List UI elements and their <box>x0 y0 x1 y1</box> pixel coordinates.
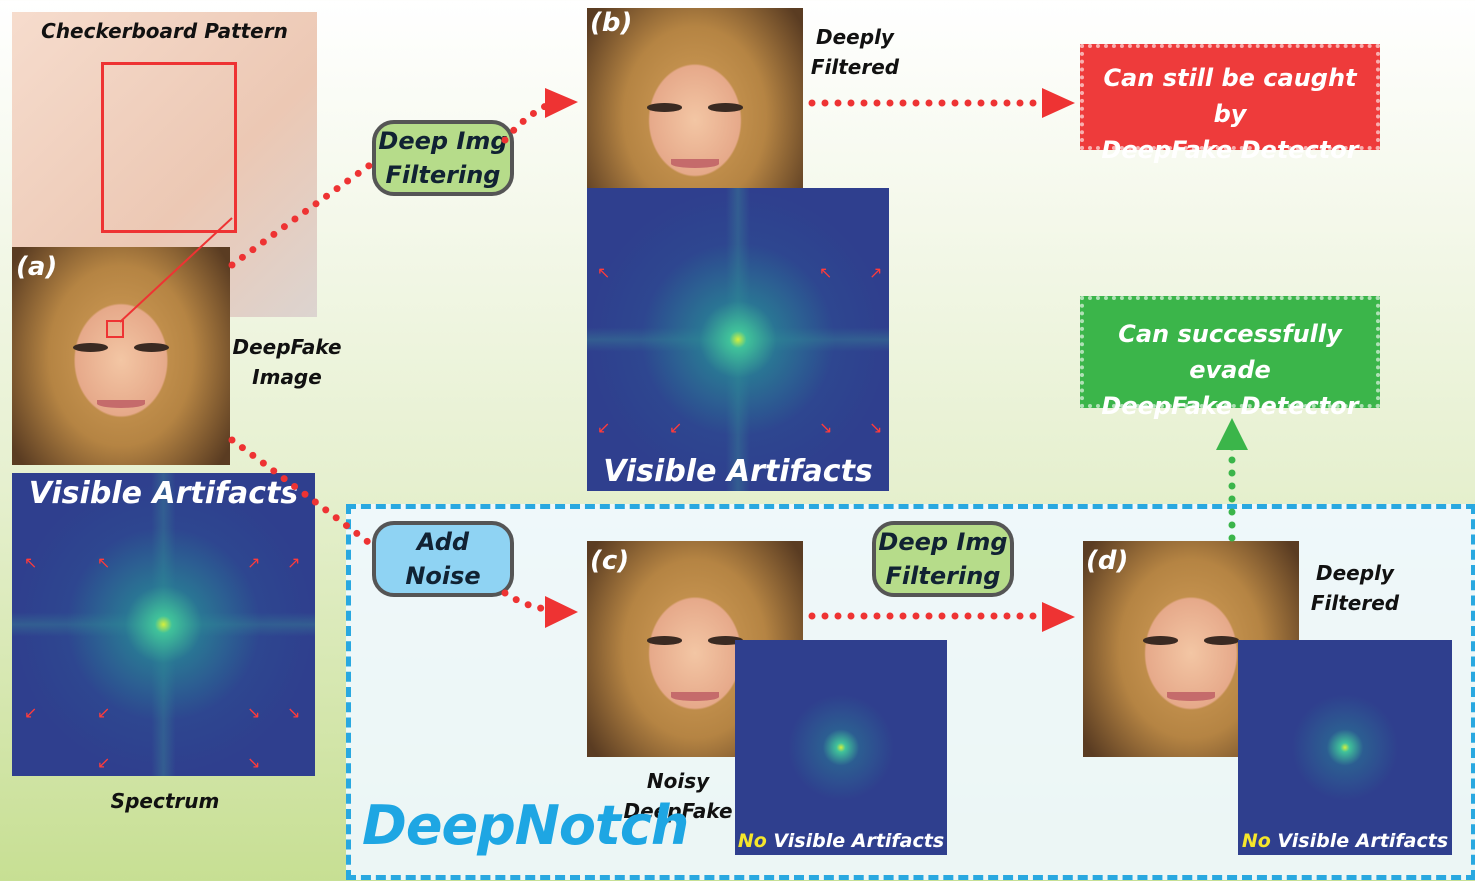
noisy-deepfake-label: Noisy DeepFake <box>623 769 733 823</box>
deeply-filtered-label-d: Deeply Filtered <box>1310 561 1400 615</box>
zoom-connector <box>119 217 233 323</box>
deepnotch-title: DeepNotch <box>362 794 689 857</box>
spectrum-b: ↖ ↖ ↗ ↙ ↙ ↘ ↘ <box>587 188 889 491</box>
arrow-a-to-noise <box>228 436 376 549</box>
deepfake-image <box>12 247 230 465</box>
spectrum-label: Spectrum <box>110 789 220 813</box>
spectrum-d <box>1238 640 1452 855</box>
deep-img-filtering-step-bottom: Deep Img Filtering <box>872 521 1014 597</box>
artifacts-text-c: Visible Artifacts <box>773 830 945 852</box>
arrow-a-to-filter <box>228 161 374 269</box>
spectrum-a: ↖ ↖ ↗ ↗ ↙ ↙ ↘ ↘ ↙ ↘ <box>12 473 315 776</box>
caught-outcome: Can still be caught by DeepFake Detector <box>1080 44 1380 164</box>
evade-outcome: Can successfully evade DeepFake Detector <box>1080 296 1380 420</box>
artifacts-text-d: Visible Artifacts <box>1277 830 1449 852</box>
no-artifacts-label-d: No Visible Artifacts <box>1238 830 1452 852</box>
panel-b-tag: (b) <box>590 8 633 38</box>
arrowhead-d <box>1042 602 1075 632</box>
zoom-source-box <box>106 320 124 338</box>
deeply-filtered-label-b: Deeply Filtered <box>810 25 900 79</box>
deep-img-filtering-step-top: Deep Img Filtering <box>372 120 514 196</box>
panel-d-tag: (d) <box>1086 546 1129 576</box>
panel-c-tag: (c) <box>590 546 630 576</box>
checkerboard-label: Checkerboard Pattern <box>41 19 288 43</box>
no-word-c: No <box>737 830 767 852</box>
artifacts-label-b: Visible Artifacts <box>603 454 873 489</box>
arrowhead-b <box>545 88 578 118</box>
no-word-d: No <box>1241 830 1271 852</box>
deepfake-image-label: DeepFake Image <box>232 335 342 389</box>
no-artifacts-label-c: No Visible Artifacts <box>735 830 947 852</box>
add-noise-step: Add Noise <box>372 521 514 597</box>
arrowhead-evade <box>1216 418 1248 450</box>
panel-a-tag: (a) <box>16 252 58 282</box>
artifacts-label-a: Visible Artifacts <box>28 476 299 511</box>
arrowhead-c <box>545 596 578 628</box>
arrowhead-caught <box>1042 88 1075 118</box>
spectrum-c <box>735 640 947 855</box>
zoom-box <box>101 62 237 233</box>
